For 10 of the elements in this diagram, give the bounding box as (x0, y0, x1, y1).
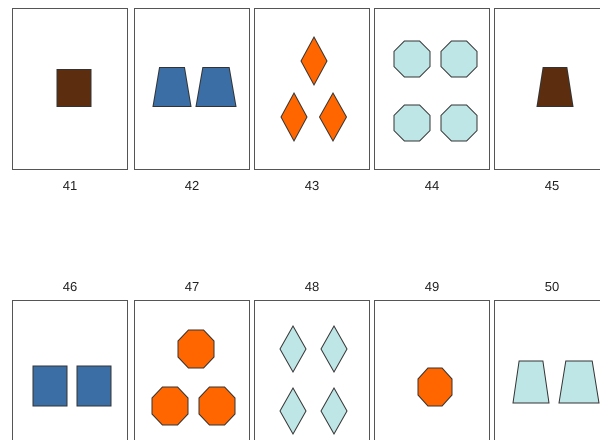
card-number: 45 (544, 178, 560, 194)
card-number: 42 (184, 178, 200, 194)
card-number: 43 (304, 178, 320, 194)
card-number: 47 (184, 279, 200, 295)
card-number: 50 (544, 279, 560, 295)
card-number: 46 (62, 279, 78, 295)
card-number: 49 (424, 279, 440, 295)
card-number: 41 (62, 178, 78, 194)
card-number: 48 (304, 279, 320, 295)
card-number: 44 (424, 178, 440, 194)
